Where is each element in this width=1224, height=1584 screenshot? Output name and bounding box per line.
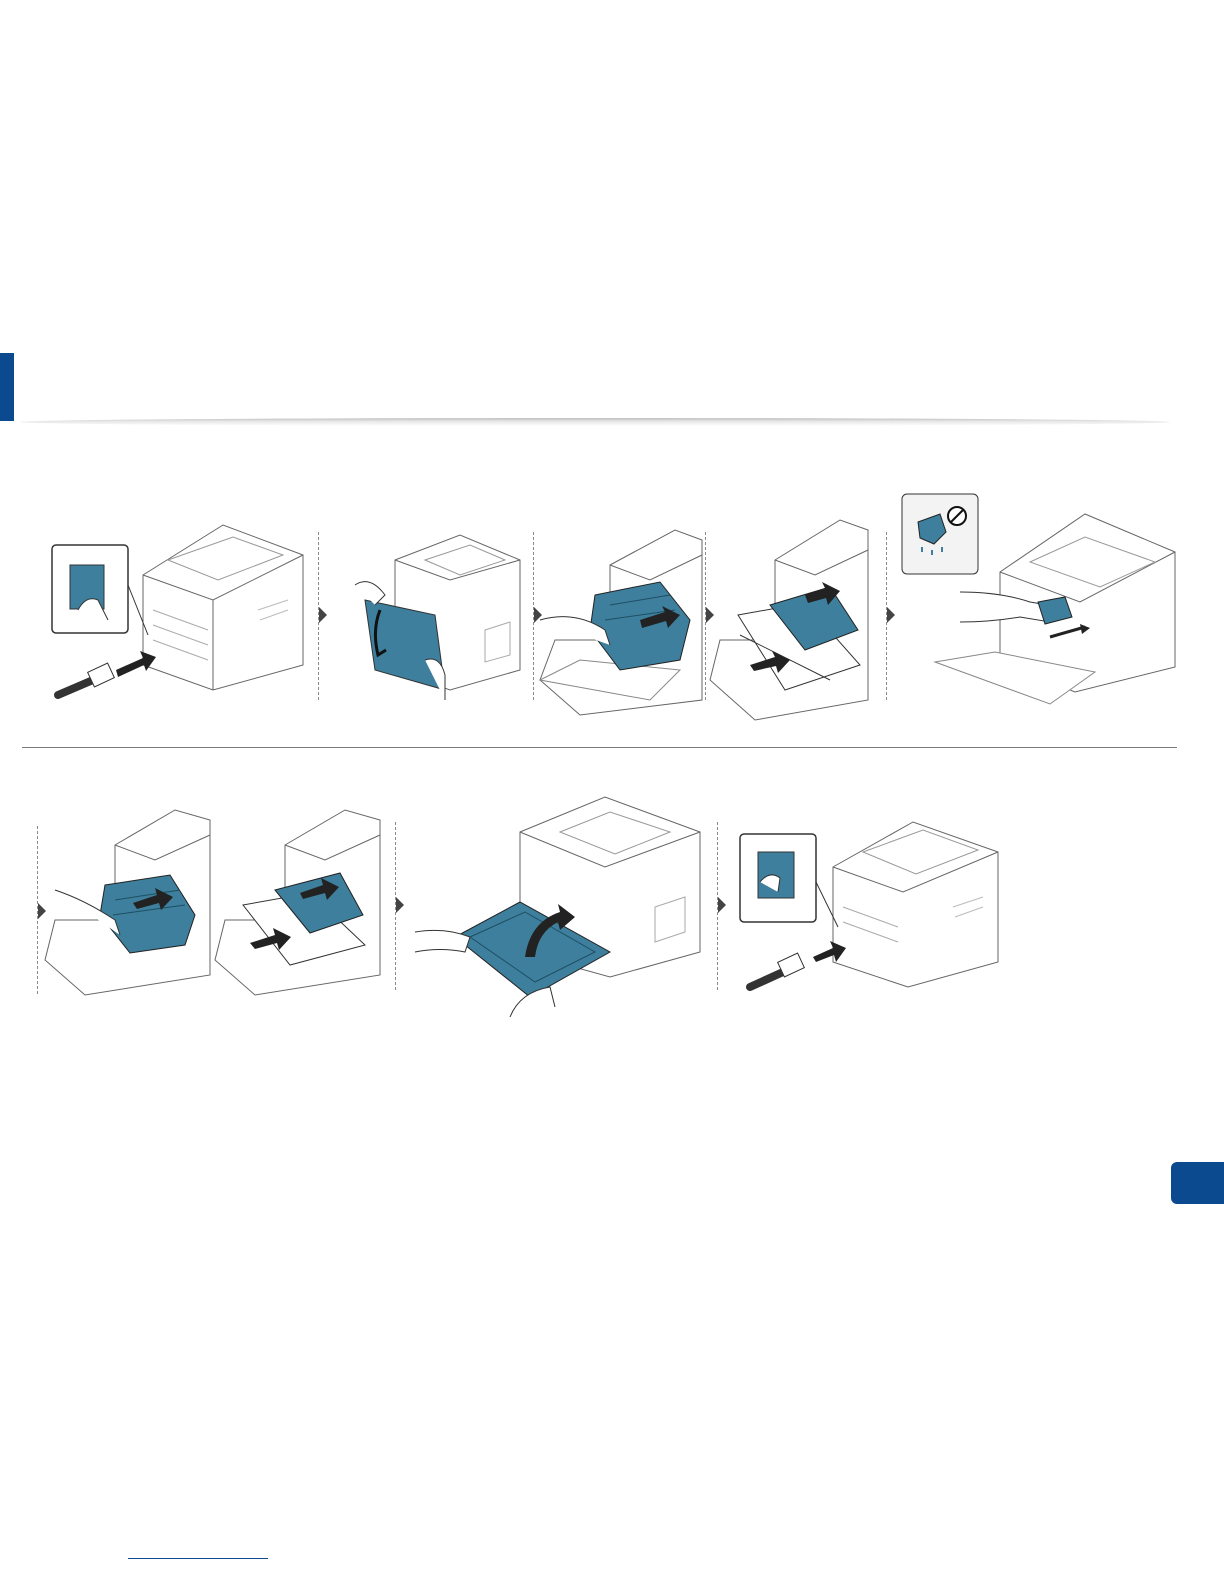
step-4-illustration [710,515,870,725]
step-5-illustration [900,492,1180,714]
step-7-illustration [215,805,380,1000]
row-divider [22,747,1177,748]
section-accent-bar [0,353,14,421]
step-6-illustration [45,805,210,1000]
step-8-illustration [410,792,705,1022]
step-3-illustration [540,520,702,720]
next-step-arrow-icon [319,607,327,623]
next-step-arrow-icon [718,897,726,913]
page-number-tab [1171,1162,1224,1204]
step-9-illustration [738,812,1003,997]
next-step-arrow-icon [396,897,404,913]
next-step-arrow-icon [887,607,895,623]
footer-link-underline [128,1558,268,1559]
step-1-illustration [48,515,308,705]
header-divider [20,418,1170,426]
step-2-illustration [350,520,525,705]
